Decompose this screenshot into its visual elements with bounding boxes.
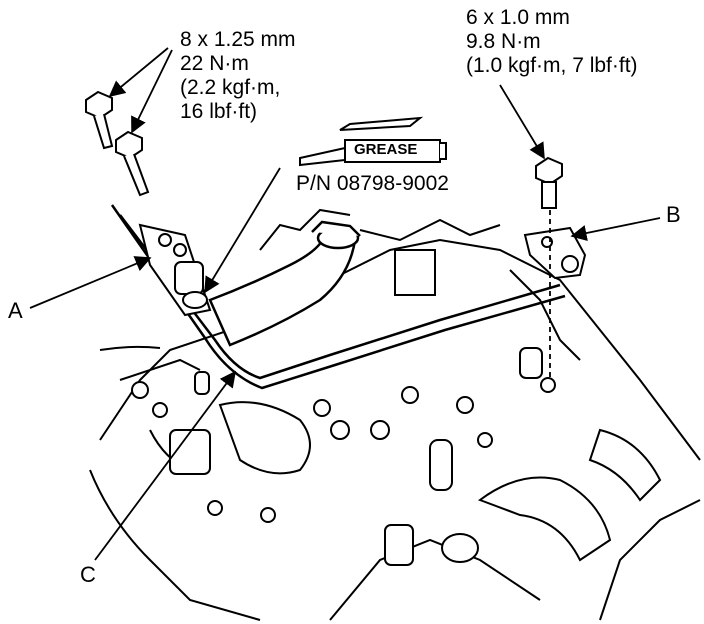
- engine-block: [89, 208, 701, 621]
- spec-left-line1: 8 x 1.25 mm: [180, 28, 296, 51]
- spec-left-line3: (2.2 kgf·m,: [180, 76, 281, 99]
- bolt-left-upper: [85, 90, 114, 150]
- spec-right-line2: 9.8 N·m: [466, 30, 541, 53]
- bracket-b: [523, 226, 587, 280]
- spec-left-line4: 16 lbf·ft): [180, 100, 258, 123]
- bracket-a: [138, 223, 212, 317]
- bolt-left-lower: [115, 130, 150, 197]
- grease-tube-icon: [299, 116, 447, 167]
- callout-b: B: [666, 202, 681, 227]
- leader-lines: [29, 47, 661, 561]
- intake-hose: [208, 220, 361, 347]
- spec-right-line1: 6 x 1.0 mm: [466, 6, 570, 29]
- grease-part-number: P/N 08798-9002: [296, 172, 449, 195]
- grease-tube-label: GREASE: [354, 141, 418, 158]
- engine-details: [131, 249, 662, 566]
- throttle-cable: [110, 204, 566, 390]
- callout-a: A: [8, 298, 23, 323]
- spec-left-line2: 22 N·m: [180, 52, 249, 75]
- spec-right-line3: (1.0 kgf·m, 7 lbf·ft): [466, 54, 638, 77]
- callout-c: C: [80, 562, 96, 587]
- bolt-right: [535, 156, 563, 209]
